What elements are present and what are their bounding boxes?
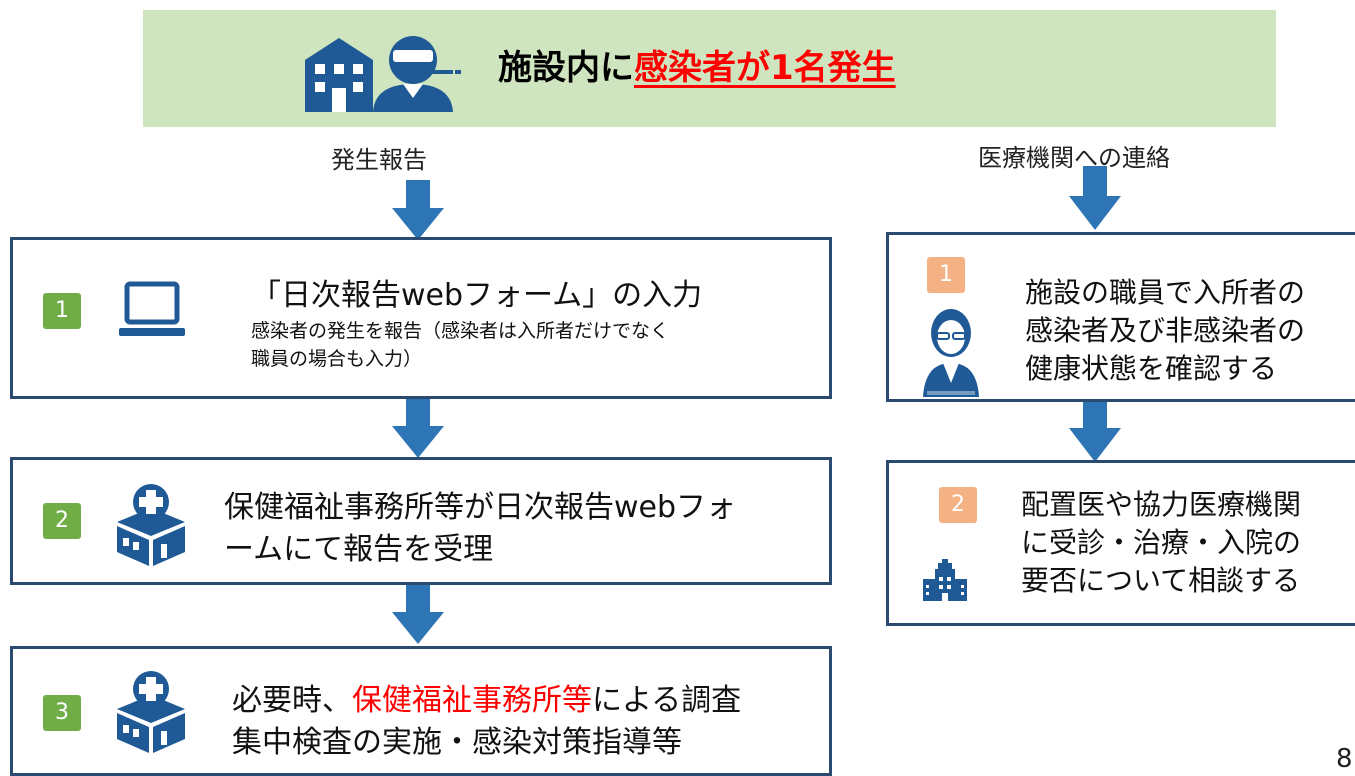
flow-arrow: [392, 584, 444, 644]
step-line: ームにて報告を受理: [224, 532, 494, 567]
building-icon: [305, 38, 373, 112]
step-box-office-receipt: 2 保健福祉事務所等が日次報告webフォ ームにて報告を受理: [10, 457, 832, 585]
flow-arrow: [1069, 398, 1121, 462]
step-line: 必要時、保健福祉事務所等による調査: [232, 675, 741, 719]
line-highlight: 保健福祉事務所等: [352, 683, 592, 718]
page-number: 8: [1336, 744, 1353, 774]
health-office-icon: [117, 671, 185, 753]
step-line: 保健福祉事務所等が日次報告webフォ: [224, 490, 737, 525]
step-detail: 感染者の発生を報告（感染者は入所者だけでなく: [251, 320, 670, 342]
step-line: 健康状態を確認する: [1025, 352, 1278, 385]
left-flow-label: 発生報告: [331, 146, 427, 174]
step-line: に受診・治療・入院の: [1021, 526, 1302, 559]
infected-person-icon: [373, 36, 461, 112]
title-prefix: 施設内に: [498, 48, 634, 88]
header-banner: 施設内に感染者が1名発生: [143, 10, 1276, 127]
doctor-icon: [923, 309, 979, 397]
step-box-report-input: 1 「日次報告webフォーム」の入力 感染者の発生を報告（感染者は入所者だけでな…: [10, 237, 832, 399]
step-line: 配置医や協力医療機関: [1021, 488, 1302, 521]
flow-arrow: [392, 398, 444, 458]
step-box-medical-consult: 2 配置医や協力医療機関 に受診・治療・入院の 要否について相談する: [886, 460, 1355, 626]
step-title: 「日次報告webフォーム」の入力: [251, 278, 703, 313]
health-office-icon: [117, 484, 185, 566]
step-detail: 職員の場合も入力）: [251, 348, 423, 370]
step-line: 集中検査の実施・感染対策指導等: [232, 725, 682, 760]
line-suffix: による調査: [592, 683, 742, 718]
step-box-health-check: 1 施設の職員で入所者の 感染者及び非感染者の 健康状態を確認する: [886, 232, 1355, 402]
flow-arrow: [1069, 166, 1121, 230]
step-line: 感染者及び非感染者の: [1025, 314, 1306, 347]
step-number-badge: 2: [939, 487, 977, 523]
step-number-badge: 1: [927, 257, 965, 293]
line-prefix: 必要時、: [232, 683, 352, 718]
header-icons: [303, 32, 463, 116]
title-highlight: 感染者が1名発生: [634, 48, 896, 88]
step-number-badge: 3: [43, 695, 81, 731]
step-number-badge: 2: [43, 503, 81, 539]
header-title: 施設内に感染者が1名発生: [498, 10, 896, 127]
step-line: 施設の職員で入所者の: [1025, 276, 1306, 309]
step-number-badge: 1: [43, 293, 81, 329]
step-line: 要否について相談する: [1021, 564, 1301, 597]
laptop-icon: [119, 281, 185, 336]
right-flow-label: 医療機関への連絡: [978, 144, 1170, 172]
hospital-icon: [923, 559, 967, 601]
flow-arrow: [392, 180, 444, 240]
step-box-investigation: 3 必要時、保健福祉事務所等による調査 集中検査の実施・感染対策指導等: [10, 646, 832, 776]
